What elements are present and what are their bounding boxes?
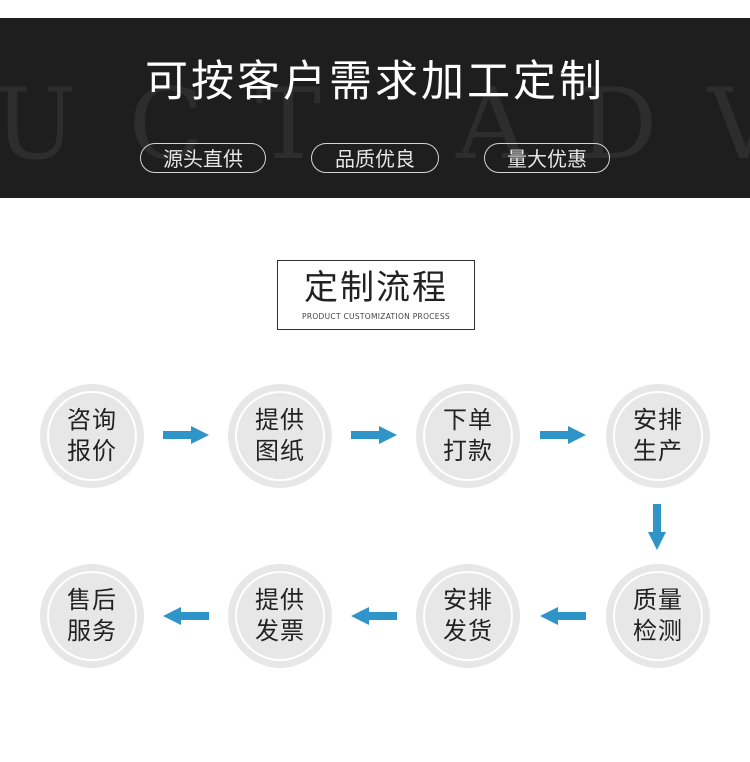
step-inquiry-quote: 咨询 报价 <box>40 384 144 488</box>
arrow-right-icon <box>540 426 586 444</box>
step-arrange-shipping: 安排 发货 <box>416 564 520 668</box>
step-order-payment: 下单 打款 <box>416 384 520 488</box>
step-arrange-production: 安排 生产 <box>606 384 710 488</box>
step-label-line2: 打款 <box>443 437 493 465</box>
step-label-line1: 下单 <box>443 406 493 434</box>
step-label-line2: 服务 <box>67 617 117 645</box>
step-label-line2: 报价 <box>67 437 117 465</box>
step-label-line2: 图纸 <box>255 437 305 465</box>
arrow-right-icon <box>351 426 397 444</box>
hero-banner: UCT ADVAN 可按客户需求加工定制 源头直供 品质优良 量大优惠 <box>0 18 750 198</box>
step-provide-drawings: 提供 图纸 <box>228 384 332 488</box>
arrow-left-icon <box>351 607 397 625</box>
step-label-line1: 提供 <box>255 586 305 614</box>
step-label-line2: 检测 <box>633 617 683 645</box>
banner-watermark: UCT ADVAN <box>0 68 750 182</box>
step-quality-inspection: 质量 检测 <box>606 564 710 668</box>
section-heading: 定制流程 PRODUCT CUSTOMIZATION PROCESS <box>277 260 475 330</box>
step-after-sales-service: 售后 服务 <box>40 564 144 668</box>
feature-pill-quality: 品质优良 <box>311 143 439 173</box>
arrow-left-icon <box>540 607 586 625</box>
step-label-line1: 提供 <box>255 406 305 434</box>
step-label-line2: 生产 <box>633 437 683 465</box>
feature-pill-source: 源头直供 <box>140 143 266 173</box>
arrow-right-icon <box>163 426 209 444</box>
banner-title: 可按客户需求加工定制 <box>145 57 605 107</box>
step-label-line2: 发货 <box>443 617 493 645</box>
step-label-line1: 安排 <box>443 586 493 614</box>
step-label-line1: 安排 <box>633 406 683 434</box>
step-provide-invoice: 提供 发票 <box>228 564 332 668</box>
arrow-left-icon <box>163 607 209 625</box>
arrow-down-icon <box>648 504 666 550</box>
section-title: 定制流程 <box>304 268 448 308</box>
step-label-line1: 咨询 <box>67 406 117 434</box>
section-subtitle: PRODUCT CUSTOMIZATION PROCESS <box>302 312 450 321</box>
feature-pill-discount: 量大优惠 <box>484 143 610 173</box>
step-label-line2: 发票 <box>255 617 305 645</box>
step-label-line1: 售后 <box>67 586 117 614</box>
step-label-line1: 质量 <box>633 586 683 614</box>
